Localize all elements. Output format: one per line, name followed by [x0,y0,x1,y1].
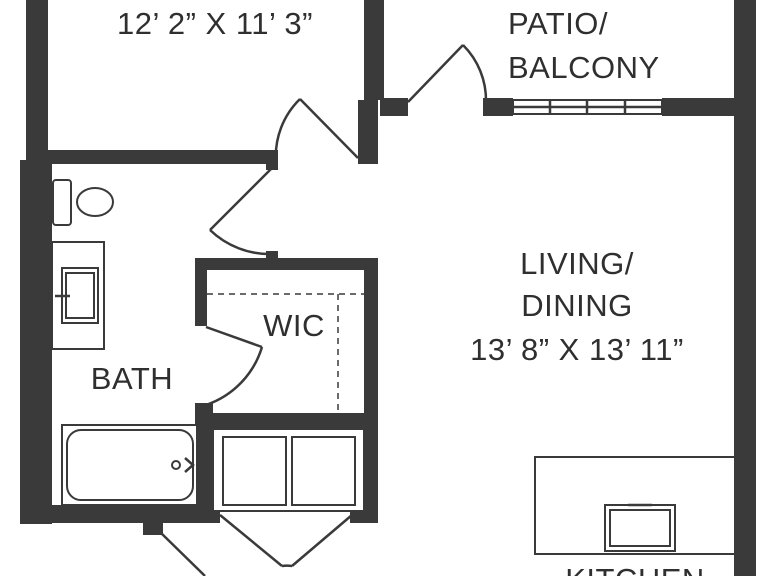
washer-dryer [212,428,365,512]
wall-wic-left [195,258,207,326]
living-label-line1: LIVING/ [520,246,634,281]
wic-label: WIC [263,308,325,343]
kitchen-island [534,456,736,555]
toilet [52,179,114,226]
walls [20,0,756,576]
bath-door-hinge-bottom [266,251,278,259]
wall-bath-bottom [20,505,220,523]
wall-living-right [734,100,756,576]
wall-bedroom-bottom [26,150,278,164]
wall-patio-window-sill-left [483,98,513,116]
wall-bedroom-door-jamb [358,100,378,164]
patio-window [512,99,663,115]
kitchen-label: KITCHEN [565,562,705,576]
wall-bedroom-right [364,0,384,100]
patio-door [407,44,488,103]
bath-door [209,167,273,256]
living-dimensions: 13’ 8” X 13’ 11” [470,332,684,367]
bath-label: BATH [91,361,173,396]
bath-door-hinge-top [266,160,278,170]
wall-patio-right [734,0,756,118]
entry-door [159,531,206,576]
doors [159,44,488,576]
wall-bath-left [20,160,52,524]
vanity [51,241,105,350]
wic-door [205,325,264,407]
patio-label-line2: BALCONY [508,50,660,85]
wall-wic-top [195,258,378,270]
closet-double-door [219,514,353,568]
bedroom-door [274,98,359,163]
wall-entry-stub [143,517,163,535]
living-label-line2: DINING [521,288,633,323]
wall-patio-left-stub [380,98,408,116]
patio-label-line1: PATIO/ [508,6,608,41]
wall-bedroom-left [26,0,48,165]
wall-wic-right [364,258,378,520]
bathtub [61,424,198,506]
wall-wic-bottom [195,413,378,429]
wall-closet-left [195,403,213,520]
bedroom-dimensions: 12’ 2” X 11’ 3” [117,6,313,41]
wall-patio-window-sill-right [662,98,756,116]
wic-shelf [207,293,364,413]
